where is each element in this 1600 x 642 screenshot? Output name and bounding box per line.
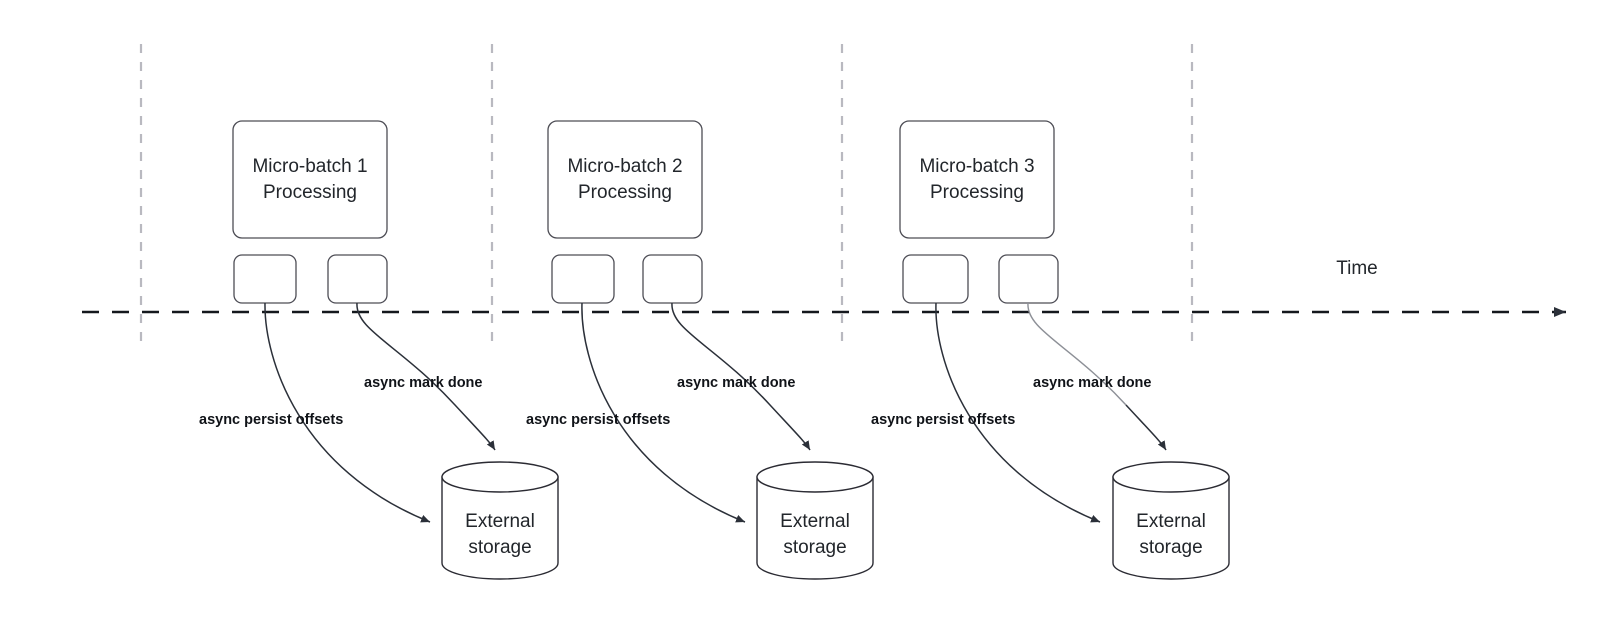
micro-batch-3-task-box-1[interactable]	[902, 254, 969, 304]
micro-batch-2-box[interactable]	[547, 120, 703, 239]
micro-batch-3-mark-done-edge-upper	[1027, 302, 1127, 406]
micro-batch-2-persist-offsets-edge	[581, 302, 746, 523]
external-storage-2[interactable]	[756, 461, 874, 580]
micro-batch-3-box[interactable]	[899, 120, 1055, 239]
micro-batch-1-mark-done-edge	[356, 302, 496, 451]
external-storage-3[interactable]	[1112, 461, 1230, 580]
micro-batch-group-1: Micro-batch 1 Processing async persist o…	[199, 120, 559, 580]
micro-batch-2-persist-offsets-label: async persist offsets	[526, 412, 670, 428]
micro-batch-group-3: Micro-batch 3 Processing async persist o…	[871, 120, 1230, 580]
external-storage-3-label-line1: External	[1136, 511, 1206, 532]
micro-batch-1-persist-offsets-edge	[264, 302, 431, 523]
timeline-axis: Time	[82, 258, 1566, 317]
micro-batch-3-task-box-2[interactable]	[998, 254, 1059, 304]
micro-batch-2-mark-done-label: async mark done	[677, 375, 795, 391]
micro-batch-2-task-box-1[interactable]	[551, 254, 615, 304]
micro-batch-group-2: Micro-batch 2 Processing async persist o…	[526, 120, 874, 580]
external-storage-3-label-line2: storage	[1139, 537, 1202, 558]
micro-batch-2-label-line2: Processing	[578, 182, 672, 203]
micro-batch-3-label-line2: Processing	[930, 182, 1024, 203]
micro-batch-2-task-box-2[interactable]	[642, 254, 703, 304]
micro-batch-1-label-line1: Micro-batch 1	[252, 156, 367, 177]
micro-batch-3-label-line1: Micro-batch 3	[919, 156, 1034, 177]
micro-batch-3-mark-done-edge	[1125, 404, 1167, 451]
micro-batch-1-label-line2: Processing	[263, 182, 357, 203]
micro-batch-2-label-line1: Micro-batch 2	[567, 156, 682, 177]
boundary-tick-lines	[139, 44, 1194, 341]
micro-batch-1-box[interactable]	[232, 120, 388, 239]
micro-batch-2-mark-done-edge	[671, 302, 811, 451]
micro-batch-1-persist-offsets-label: async persist offsets	[199, 412, 343, 428]
micro-batch-1-mark-done-label: async mark done	[364, 375, 482, 391]
external-storage-2-label-line2: storage	[783, 537, 846, 558]
external-storage-1-label-line2: storage	[468, 537, 531, 558]
micro-batch-3-mark-done-label: async mark done	[1033, 375, 1151, 391]
micro-batch-1-task-box-2[interactable]	[327, 254, 388, 304]
timeline-label: Time	[1336, 258, 1378, 279]
micro-batch-3-persist-offsets-label: async persist offsets	[871, 412, 1015, 428]
external-storage-2-label-line1: External	[780, 511, 850, 532]
micro-batch-3-persist-offsets-edge	[935, 302, 1101, 523]
external-storage-1-label-line1: External	[465, 511, 535, 532]
micro-batch-1-task-box-1[interactable]	[233, 254, 297, 304]
external-storage-1[interactable]	[441, 461, 559, 580]
